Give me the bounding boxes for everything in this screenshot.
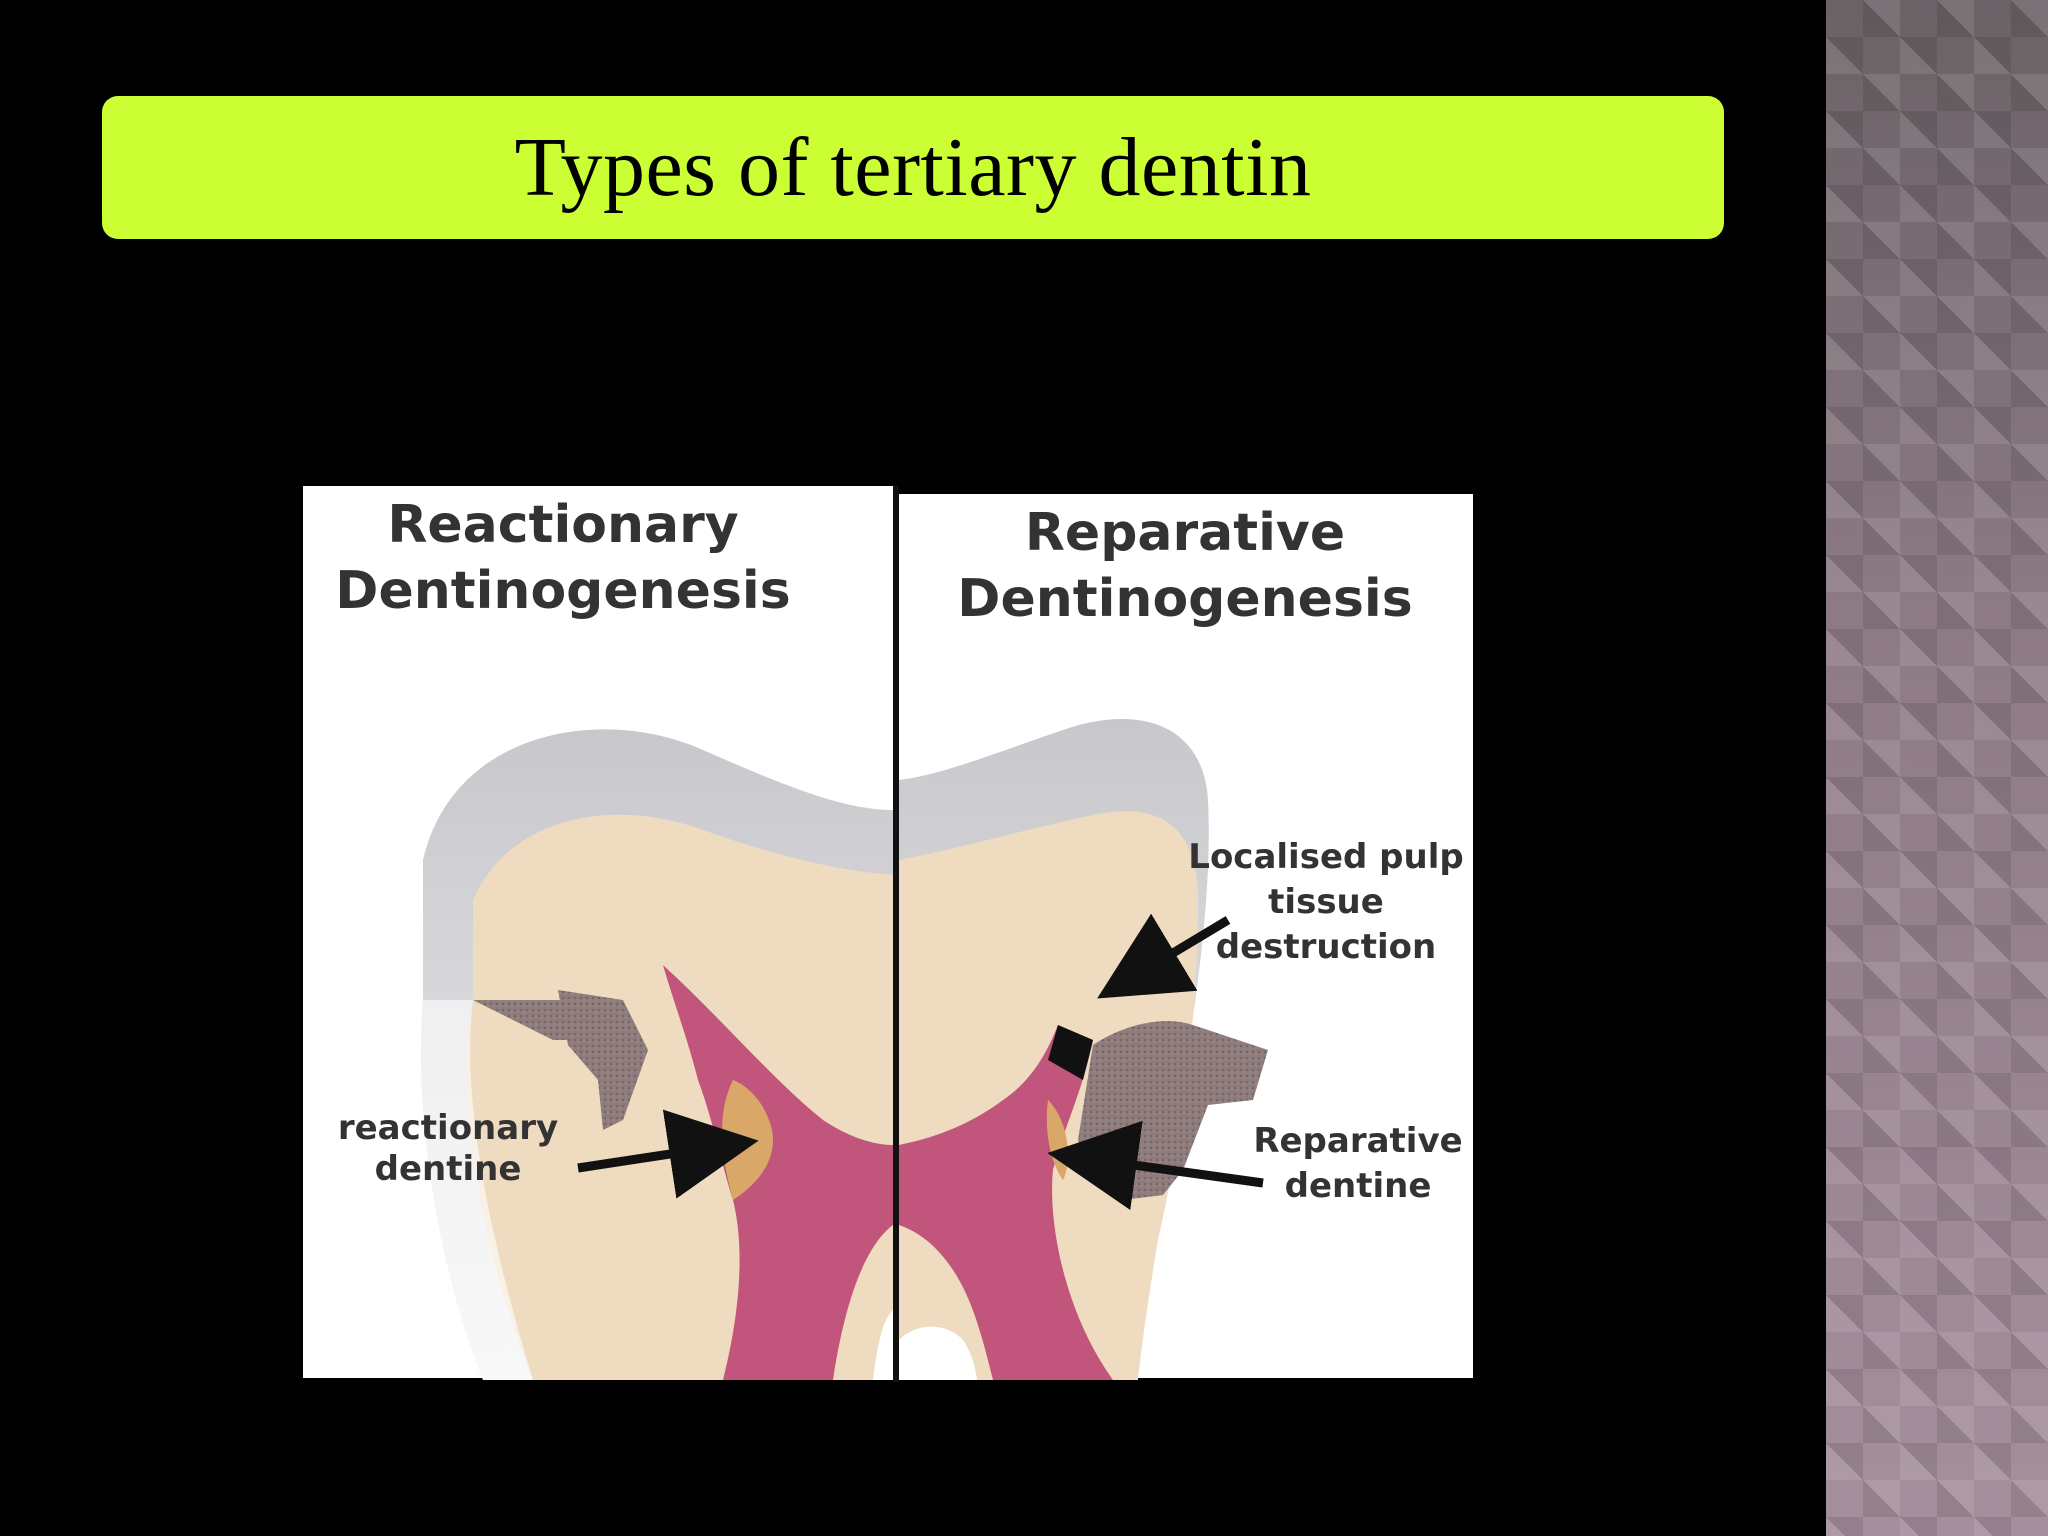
slide-title: Types of tertiary dentin	[514, 121, 1312, 214]
reactionary-dentine-label-line2: dentine	[375, 1149, 522, 1189]
reactionary-dentine-arrow	[577, 1109, 759, 1199]
right-heading-line1: Reparative	[1025, 503, 1345, 563]
reactionary-dentine-label-line1: reactionary	[338, 1108, 558, 1148]
left-root-gap	[873, 1310, 893, 1380]
left-heading-line2: Dentinogenesis	[335, 561, 790, 621]
pulp-destruction-label-line2: tissue	[1268, 882, 1384, 922]
panel-divider	[893, 486, 899, 1382]
diagram-svg: Reactionary Dentinogenesis Reparative De…	[303, 486, 1473, 1392]
left-caries-lesion	[473, 990, 648, 1130]
right-root-gap	[899, 1326, 977, 1380]
right-heading-line2: Dentinogenesis	[957, 569, 1412, 629]
right-pulp-destruction-area	[1048, 1025, 1093, 1080]
reparative-dentine-label-line2: dentine	[1285, 1166, 1432, 1206]
left-tooth	[421, 729, 893, 1380]
tertiary-dentin-diagram: Reactionary Dentinogenesis Reparative De…	[303, 480, 1473, 1392]
pulp-destruction-label-line3: destruction	[1216, 927, 1437, 967]
pulp-destruction-label-line1: Localised pulp	[1188, 837, 1463, 877]
title-bar: Types of tertiary dentin	[102, 96, 1724, 239]
bottom-edge	[303, 1378, 1473, 1392]
right-pulp	[899, 1025, 1113, 1380]
reparative-dentine-arrow	[1047, 1120, 1264, 1211]
left-pulp	[663, 965, 893, 1380]
pulp-destruction-arrow	[1097, 913, 1231, 999]
decorative-side-panel	[1826, 0, 2048, 1536]
left-root-edge	[421, 1000, 533, 1380]
left-heading-line1: Reactionary	[387, 495, 738, 555]
reparative-dentine-label-line1: Reparative	[1253, 1121, 1462, 1161]
